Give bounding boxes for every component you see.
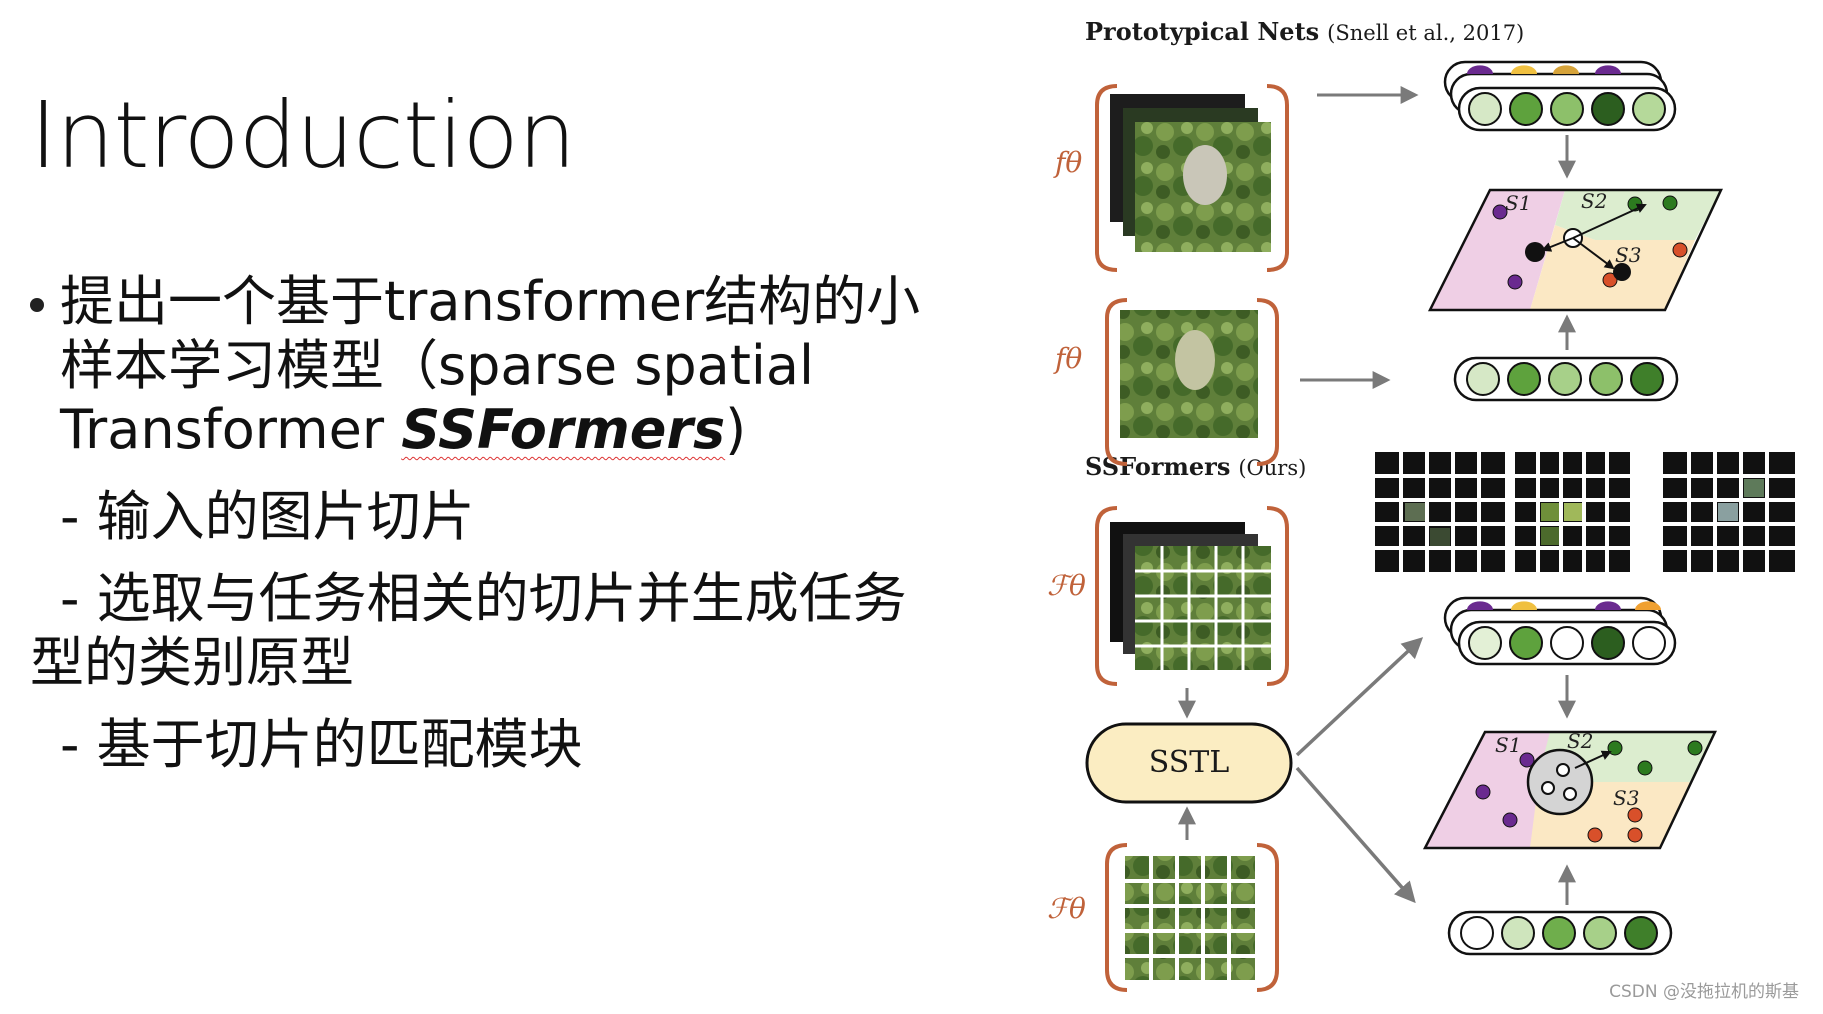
prototype-space-bottom: S1 S2 S3	[1422, 729, 1717, 850]
bottom-heading-title: SSFormers	[1085, 452, 1230, 481]
top-s2: S2	[1581, 189, 1607, 213]
ssformers-emphasis: SSFormers	[401, 398, 726, 461]
figure-canvas: Prototypical Nets (Snell et al., 2017) SS…	[1047, 17, 1795, 992]
F-theta-label-1: ℱθ	[1047, 569, 1086, 602]
subitem-1: - 输入的图片切片	[60, 485, 475, 548]
watermark: CSDN @没拖拉机的斯基	[1609, 982, 1799, 1002]
subitem-2: - 选取与任务相关的切片并生成任务	[60, 567, 907, 630]
bottom-s1: S1	[1495, 733, 1521, 757]
bullet-line-3: Transformer SSFormers)	[60, 398, 746, 462]
support-image-stack	[1095, 84, 1289, 272]
sstl-label: SSTL	[1149, 745, 1230, 780]
arrow-sstl-to-query	[1295, 766, 1416, 904]
query-embedding-bottom	[1447, 910, 1673, 956]
F-theta-label-2: ℱθ	[1047, 892, 1086, 925]
bullet-line-2: 样本学习模型（sparse spatial	[60, 334, 814, 397]
arrow-sstl-to-prototypes	[1295, 637, 1424, 757]
patch-grids	[1375, 452, 1795, 572]
prototype-space-top: S1 S2 S3	[1427, 188, 1723, 312]
top-heading: Prototypical Nets (Snell et al., 2017)	[1085, 17, 1524, 46]
support-embedding-stack	[1443, 60, 1677, 132]
top-heading-cite: (Snell et al., 2017)	[1327, 21, 1524, 45]
bottom-s2: S2	[1567, 729, 1593, 753]
slide-title: Introduction	[30, 82, 576, 189]
ssformer-query-patches	[1105, 843, 1279, 992]
bullet-line-1: 提出一个基于transformer结构的小	[60, 270, 921, 333]
bullet-dot-icon	[30, 298, 44, 312]
f-theta-label-1: fθ	[1053, 146, 1082, 179]
query-image	[1105, 298, 1279, 466]
model-figure: Prototypical Nets (Snell et al., 2017) SS…	[1035, 0, 1823, 1014]
bottom-s3: S3	[1613, 786, 1639, 810]
subitem-2-continued: 型的类别原型	[30, 631, 354, 694]
sstl-block: SSTL	[1085, 722, 1293, 804]
query-embedding-top	[1453, 356, 1679, 402]
bullet-line-3-prefix: Transformer	[60, 398, 402, 461]
ssformer-prototype-stack	[1443, 596, 1677, 666]
ssformer-support-stack	[1095, 506, 1289, 686]
subitem-3: - 基于切片的匹配模块	[60, 713, 583, 776]
top-heading-title: Prototypical Nets	[1085, 17, 1319, 46]
top-s1: S1	[1505, 191, 1531, 215]
top-s3: S3	[1615, 243, 1641, 267]
f-theta-label-2: fθ	[1053, 342, 1082, 375]
bullet-line-3-suffix: )	[725, 398, 747, 461]
